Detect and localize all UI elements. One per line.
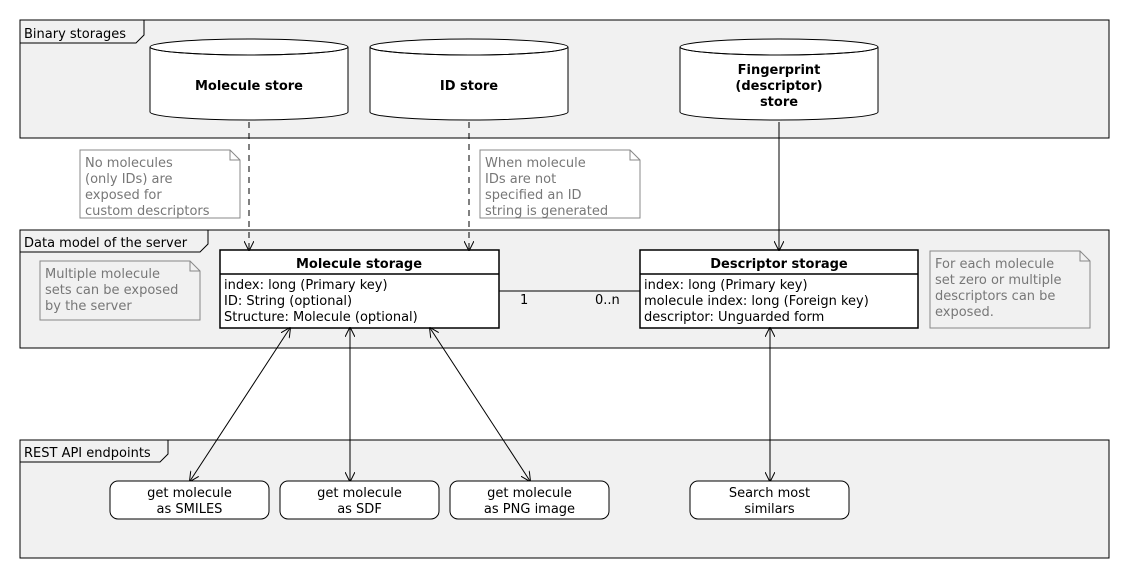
class-attribute: ID: String (optional) [224,294,352,309]
arrow-storage-smiles [190,328,290,481]
package-label-rest: REST API endpoints [24,446,151,461]
class-title: Molecule storage [296,257,422,272]
note-line: exposed for [85,188,162,203]
arrow-storage-png [430,328,530,481]
store-label: store [760,95,798,110]
note-line: sets can be exposed [45,283,178,298]
database-id-store: ID store [369,38,569,121]
note-line: No molecules [85,156,173,171]
class-attribute: descriptor: Unguarded form [644,310,824,325]
note-line: string is generated [485,204,608,219]
class-title: Descriptor storage [710,257,848,272]
endpoint-label: get molecule [487,486,572,501]
store-label: (descriptor) [735,79,822,94]
store-label: Molecule store [195,79,303,94]
note-multiple-sets: Multiple molecule sets can be exposed by… [39,260,201,321]
endpoint-label: as SMILES [157,502,223,517]
package-label-datamodel: Data model of the server [24,236,188,251]
endpoint-label: as PNG image [484,502,575,517]
class-attribute: index: long (Primary key) [224,278,388,293]
note-line: For each molecule [935,257,1054,272]
class-descriptor-storage: Descriptor storage index: long (Primary … [639,249,919,329]
note-line: exposed. [935,305,994,320]
endpoint-label: Search most [729,486,810,501]
multiplicity-right: 0..n [595,293,620,308]
store-label: ID store [440,79,498,94]
note-line: set zero or multiple [935,273,1061,288]
endpoint-label: similars [744,502,795,517]
package-label-binary: Binary storages [24,27,126,42]
class-attribute: molecule index: long (Foreign key) [644,294,869,309]
multiplicity-left: 1 [520,293,528,308]
association-molecule-descriptor: 1 0..n [499,290,640,308]
class-molecule-storage: Molecule storage index: long (Primary ke… [219,249,500,329]
note-line: by the server [45,299,132,314]
endpoint-label: get molecule [317,486,402,501]
note-line: specified an ID [485,188,582,203]
class-attribute: Structure: Molecule (optional) [224,310,418,325]
endpoint-label: get molecule [147,486,232,501]
note-id-generated: When molecule IDs are not specified an I… [479,149,641,219]
note-no-molecules: No molecules (only IDs) are exposed for … [79,149,241,219]
database-fingerprint-store: Fingerprint (descriptor) store [679,38,879,121]
endpoint-get-smiles[interactable]: get molecule as SMILES [109,480,270,520]
note-line: descriptors can be [935,289,1055,304]
note-line: IDs are not [485,172,556,187]
database-molecule-store: Molecule store [149,38,349,121]
note-line: When molecule [485,156,586,171]
endpoint-get-sdf[interactable]: get molecule as SDF [279,480,440,520]
note-line: Multiple molecule [45,267,160,282]
class-attribute: index: long (Primary key) [644,278,808,293]
store-label: Fingerprint [738,63,821,78]
endpoint-get-png[interactable]: get molecule as PNG image [449,480,610,520]
note-each-set: For each molecule set zero or multiple d… [929,250,1091,329]
endpoint-search-similars[interactable]: Search most similars [689,480,850,520]
note-line: (only IDs) are [85,172,173,187]
note-line: custom descriptors [85,204,210,219]
endpoint-label: as SDF [337,502,382,517]
